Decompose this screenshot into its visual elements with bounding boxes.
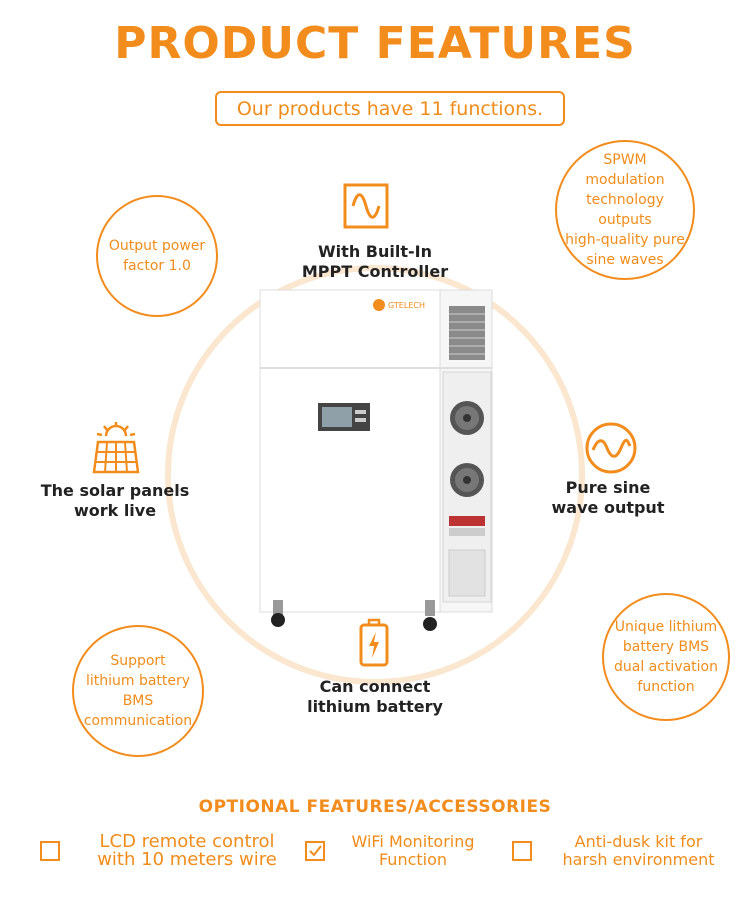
bubble-bms-communication-text: Support lithium battery BMS communicatio… (83, 653, 193, 729)
optional-item-label: WiFi Monitoring Function (351, 832, 475, 869)
page-title: PRODUCT FEATURES (114, 18, 636, 69)
optional-item-label: LCD remote control with 10 meters wire (97, 831, 277, 870)
bubble-power-factor-text: Output power factor 1.0 (108, 238, 206, 274)
bubble-bms-communication: Support lithium battery BMS communicatio… (72, 625, 204, 757)
solar-panel-icon (88, 420, 144, 476)
feature-label-sine: Pure sine wave output (551, 478, 665, 517)
optional-item-lcd-remote[interactable]: LCD remote control with 10 meters wire (40, 833, 302, 869)
bubble-bms-dual-activation-text: Unique lithium battery BMS dual activati… (613, 619, 718, 695)
bubble-spwm-text: SPWM modulation technology outputs high-… (565, 152, 685, 268)
subtitle-banner: Our products have 11 functions. (215, 91, 565, 126)
sine-wave-box-icon (343, 183, 389, 229)
feature-label-solar: The solar panels work live (40, 481, 190, 520)
optional-item-wifi[interactable]: WiFi Monitoring Function (305, 833, 493, 869)
optional-features-title: OPTIONAL FEATURES/ACCESSORIES (198, 797, 552, 817)
feature-label-lithium: Can connect lithium battery (307, 677, 443, 716)
optional-item-anti-dust[interactable]: Anti-dusk kit for harsh environment (512, 833, 731, 869)
product-cabinet-image: GTELECH (255, 288, 500, 633)
bubble-power-factor: Output power factor 1.0 (96, 195, 218, 317)
bubble-bms-dual-activation: Unique lithium battery BMS dual activati… (602, 593, 730, 721)
optional-item-label: Anti-dusk kit for harsh environment (562, 832, 715, 869)
subtitle-text: Our products have 11 functions. (236, 97, 544, 120)
sine-wave-circle-icon (583, 420, 639, 476)
feature-label-mppt: With Built-In MPPT Controller (301, 242, 449, 281)
feature-ring (165, 265, 585, 685)
bubble-spwm: SPWM modulation technology outputs high-… (555, 140, 695, 280)
check-mark-icon (309, 845, 322, 857)
product-brand-text: GTELECH (388, 301, 425, 310)
battery-charge-icon (358, 618, 390, 668)
checkbox-lcd-remote[interactable] (40, 841, 60, 861)
checkbox-wifi[interactable] (305, 841, 325, 861)
checkbox-anti-dust[interactable] (512, 841, 532, 861)
